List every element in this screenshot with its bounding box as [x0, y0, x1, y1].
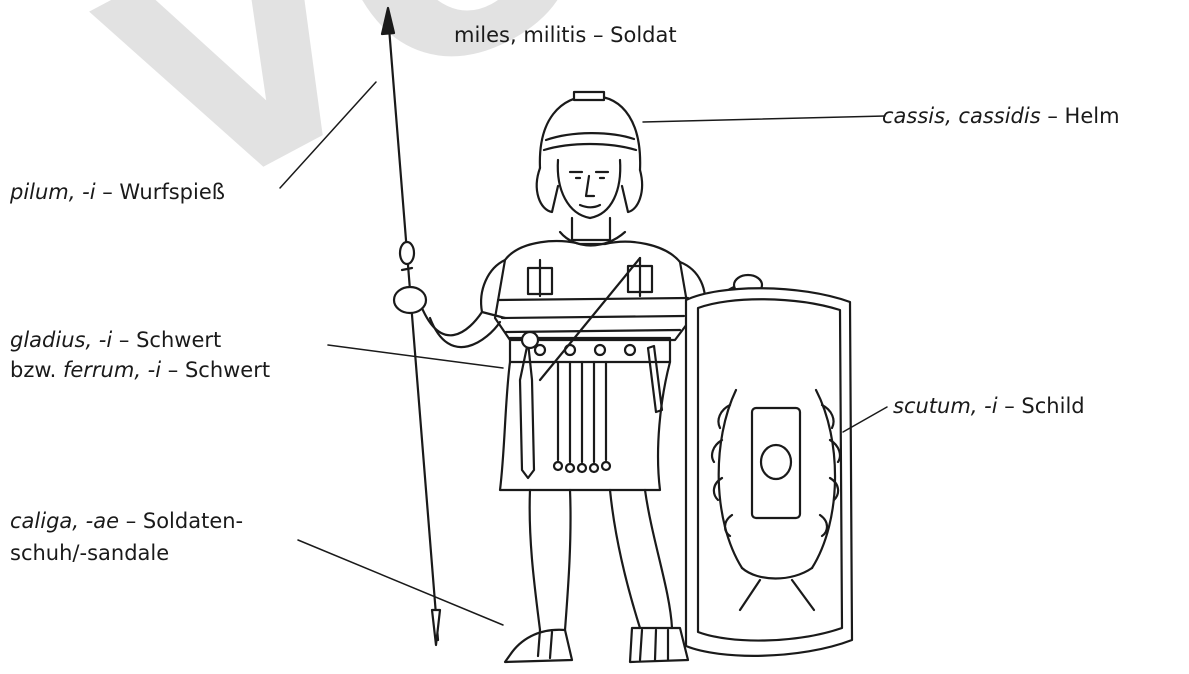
- latin-ending: , -i: [971, 394, 998, 418]
- label-cassis: cassis, cassidis – Helm: [882, 101, 1120, 131]
- leader-cassis: [643, 116, 885, 122]
- leader-caliga: [298, 540, 503, 625]
- gladius-sword: [520, 332, 538, 478]
- latin-ending: , -i: [85, 328, 112, 352]
- face: [558, 160, 620, 218]
- latin-ending: , -i: [134, 358, 161, 382]
- german-term: Schwert: [185, 358, 270, 382]
- separator: –: [998, 394, 1022, 418]
- german-term: Helm: [1065, 104, 1120, 128]
- german-term: Schwert: [136, 328, 221, 352]
- latin-term: gladius: [10, 328, 85, 352]
- armor: [481, 241, 705, 380]
- label-caliga: caliga, -ae – Soldaten-: [10, 506, 243, 536]
- label-gladius: gladius, -i – Schwert: [10, 325, 221, 355]
- separator: –: [1041, 104, 1065, 128]
- leader-pilum: [280, 82, 376, 188]
- german-term: Soldaten-: [143, 509, 243, 533]
- separator: –: [96, 180, 120, 204]
- latin-term: cassis, cassidis: [882, 104, 1041, 128]
- helmet: [537, 92, 642, 212]
- latin-term: scutum: [893, 394, 971, 418]
- legs: [530, 490, 672, 630]
- caliga-sandals: [505, 628, 688, 662]
- separator: –: [161, 358, 185, 382]
- separator: –: [119, 509, 143, 533]
- label-pilum: pilum, -i – Wurfspieß: [10, 177, 225, 207]
- label-caliga-line2: schuh/-sandale: [10, 538, 169, 568]
- apron: [554, 362, 610, 472]
- label-ferrum: bzw. ferrum, -i – Schwert: [10, 355, 270, 385]
- latin-term: caliga: [10, 509, 72, 533]
- label-scutum: scutum, -i – Schild: [893, 391, 1085, 421]
- pilum-spear: [382, 8, 440, 645]
- scutum-shield: [686, 288, 852, 656]
- latin-ending: , -i: [69, 180, 96, 204]
- title-label: miles, militis – Soldat: [454, 20, 677, 50]
- german-term: Wurfspieß: [119, 180, 225, 204]
- separator: –: [112, 328, 136, 352]
- latin-term: pilum: [10, 180, 69, 204]
- latin-term: ferrum: [63, 358, 134, 382]
- latin-ending: , -ae: [72, 509, 119, 533]
- german-term: Schild: [1021, 394, 1084, 418]
- prefix: bzw.: [10, 358, 63, 382]
